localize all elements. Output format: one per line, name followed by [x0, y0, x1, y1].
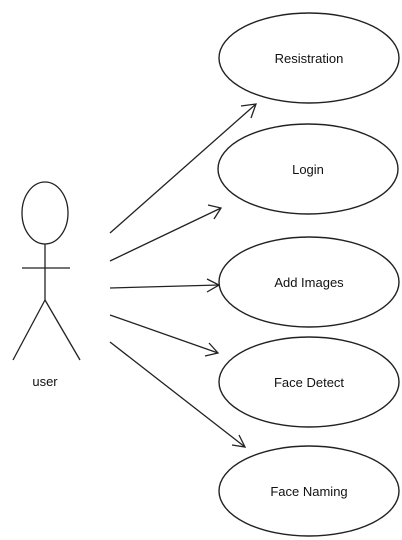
use-case-ellipse — [218, 336, 400, 428]
association-face-detect — [109, 314, 220, 357]
use-case-face-naming[interactable]: Face Naming — [218, 445, 400, 537]
use-case-face-detect[interactable]: Face Detect — [218, 336, 400, 428]
association-login — [109, 204, 223, 262]
use-case-add-images[interactable]: Add Images — [218, 236, 400, 328]
actor-user: user — [12, 181, 81, 389]
association-registration — [109, 103, 257, 234]
association-face-naming — [109, 341, 247, 448]
actor-label: user — [32, 374, 58, 389]
use-case-ellipse — [218, 236, 400, 328]
use-case-label: Face Naming — [270, 484, 347, 499]
use-case-label: Resistration — [275, 51, 344, 66]
actor-head — [21, 181, 69, 245]
use-case-label: Login — [292, 162, 324, 177]
use-case-label: Face Detect — [274, 375, 344, 390]
actor-left-leg — [12, 299, 46, 361]
actor-right-leg — [44, 299, 81, 361]
association-add-images — [109, 278, 221, 293]
use-case-ellipse — [218, 445, 400, 537]
use-case-ellipse — [218, 12, 400, 104]
use-case-login[interactable]: Login — [217, 123, 399, 215]
use-case-ellipse — [217, 123, 399, 215]
use-case-label: Add Images — [274, 275, 344, 290]
use-case-registration[interactable]: Resistration — [218, 12, 400, 104]
